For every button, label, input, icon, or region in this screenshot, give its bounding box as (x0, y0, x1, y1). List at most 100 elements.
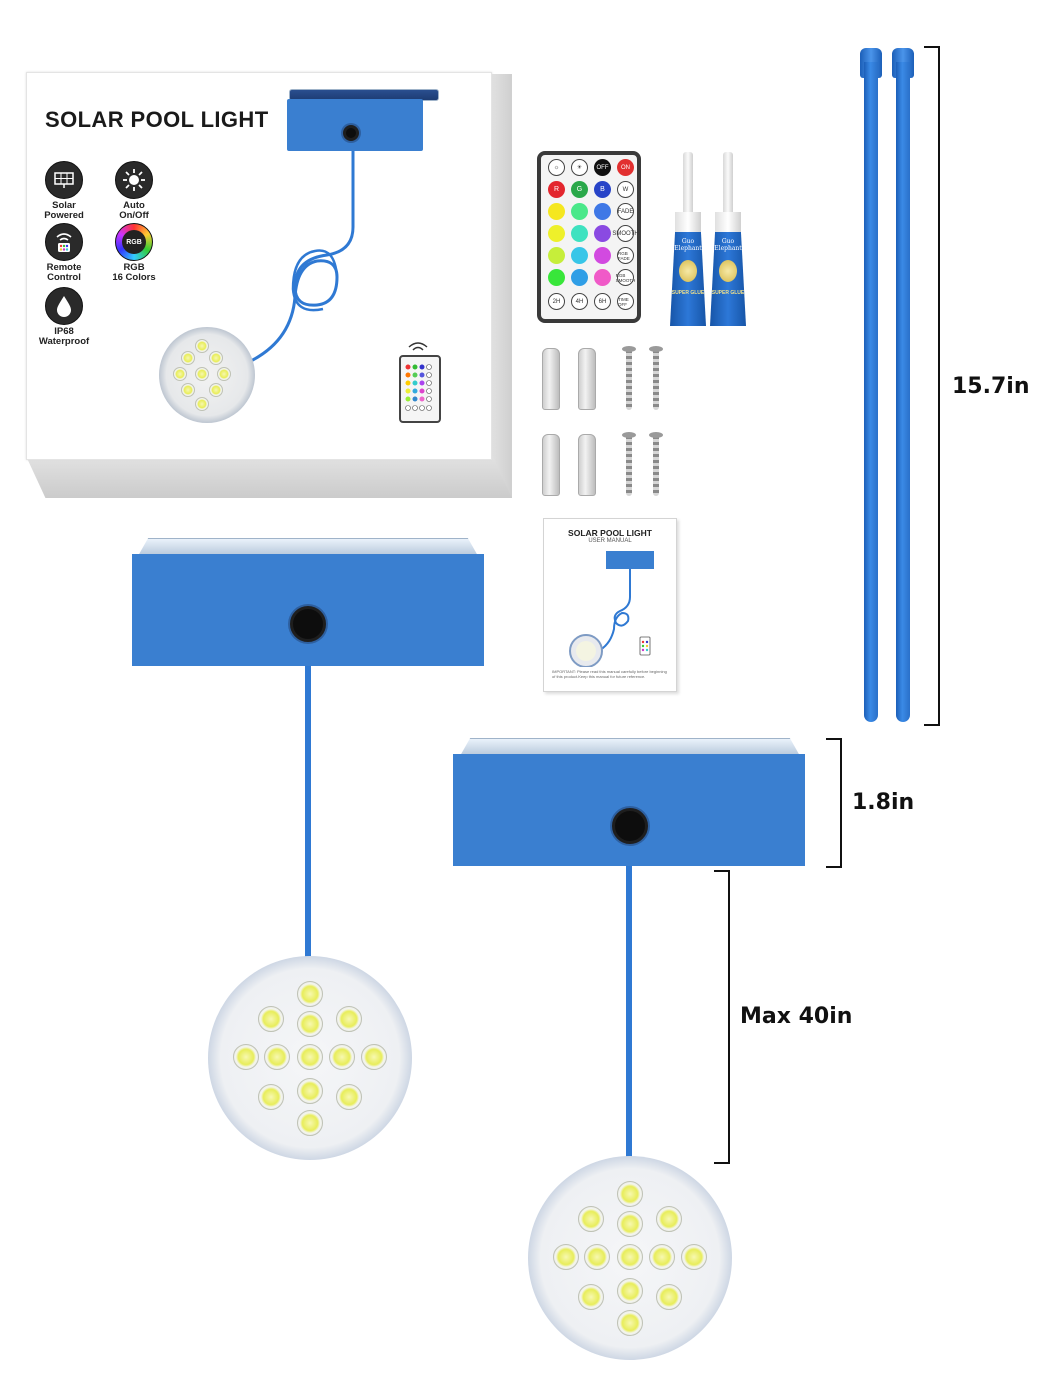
feature-label-line2: 16 Colors (112, 272, 156, 283)
remote-green-button: G (571, 181, 588, 198)
dimension-tick-bottom (826, 866, 842, 868)
box-cable-coil (236, 151, 355, 369)
led (617, 1244, 643, 1270)
led (361, 1044, 387, 1070)
box-led (195, 397, 209, 411)
cable-tie (896, 62, 910, 722)
screw (622, 346, 636, 410)
feature-auto: Auto On/Off (99, 161, 169, 221)
dimension-tick-bottom (924, 724, 940, 726)
led (649, 1244, 675, 1270)
box-side-face (488, 74, 512, 498)
box-power-button (343, 125, 359, 141)
box-led (173, 367, 187, 381)
led (617, 1278, 643, 1304)
rgb-colors-icon: RGB (115, 223, 153, 261)
feature-label-line2: On/Off (119, 210, 149, 221)
screw (649, 346, 663, 410)
remote-color-button (548, 225, 565, 242)
remote-smooth-button: SMOOTH (612, 225, 639, 242)
led (336, 1084, 362, 1110)
wall-anchor (542, 434, 560, 496)
rgb-badge: RGB (122, 230, 146, 254)
feature-label-line2: Waterproof (38, 336, 90, 347)
dimension-line-housing (840, 738, 842, 868)
led (233, 1044, 259, 1070)
screw (649, 432, 663, 496)
remote-color-button (571, 247, 588, 264)
dimension-tick-bottom (714, 1162, 730, 1164)
box-front-face: SOLAR POOL LIGHT Solar Powered Auto On/O… (26, 72, 492, 460)
remote-color-button (594, 225, 611, 242)
glue-logo-icon (679, 260, 697, 282)
box-led-disc (159, 327, 255, 423)
led (264, 1044, 290, 1070)
remote-red-button: R (548, 181, 565, 198)
remote-color-button (594, 247, 611, 264)
auto-on-off-icon (115, 161, 153, 199)
screw (622, 432, 636, 496)
remote-blue-button: B (594, 181, 611, 198)
remote-color-button (594, 269, 611, 286)
led (578, 1284, 604, 1310)
remote-color-button (571, 203, 588, 220)
remote-timer-4h-button: 4H (571, 293, 588, 310)
feature-remote: Remote Control (29, 223, 99, 283)
dimension-line-cable (728, 870, 730, 1164)
led (578, 1206, 604, 1232)
box-bottom-face (26, 456, 512, 498)
dimension-tick-top (714, 870, 730, 872)
glue-logo-icon (719, 260, 737, 282)
wall-anchor (578, 348, 596, 410)
user-manual: SOLAR POOL LIGHT USER MANUAL IMPORTANT: … (543, 518, 677, 692)
feature-label-line1: IP68 (54, 326, 74, 337)
glue-nozzle (723, 152, 733, 212)
solar-panel-icon (45, 161, 83, 199)
glue-cap (675, 212, 701, 232)
glue-brand: Guo Elephant (714, 238, 742, 252)
feature-solar: Solar Powered (29, 161, 99, 221)
manual-cable-illustration (569, 569, 651, 667)
box-led (181, 351, 195, 365)
remote-control-icon (45, 223, 83, 261)
glue-nozzle (683, 152, 693, 212)
remote-color-button (548, 203, 565, 220)
wall-anchor (578, 434, 596, 496)
led (617, 1181, 643, 1207)
dimension-label-cable-length: Max 40in (740, 1004, 853, 1029)
box-mini-remote (399, 355, 441, 423)
led (584, 1244, 610, 1270)
feature-label-line2: Powered (44, 210, 84, 221)
led (297, 1011, 323, 1037)
dimension-tick-top (924, 46, 940, 48)
glue-label: SUPER GLUE (671, 290, 705, 296)
manual-housing-illustration (606, 551, 654, 569)
feature-label-line1: Solar (52, 200, 76, 211)
remote-timer-2h-button: 2H (548, 293, 565, 310)
led (617, 1310, 643, 1336)
led (297, 981, 323, 1007)
waterproof-drop-icon (45, 287, 83, 325)
glue-cap (715, 212, 741, 232)
led-disc (528, 1156, 732, 1360)
glue-label: SUPER GLUE (711, 290, 745, 296)
remote-brightness-up-button: ☀ (571, 159, 588, 176)
cable (626, 866, 632, 1160)
remote-time-off-button: TIME OFF (617, 293, 634, 310)
led (258, 1006, 284, 1032)
remote-off-button: OFF (594, 159, 611, 176)
box-light-housing (287, 99, 423, 151)
glue-body: Guo Elephant SUPER GLUE (670, 232, 706, 326)
dimension-label-housing-height: 1.8in (852, 790, 915, 815)
box-led (195, 367, 209, 381)
power-button (612, 808, 648, 844)
remote-color-button (594, 203, 611, 220)
led (617, 1211, 643, 1237)
remote-control: ☼ ☀ OFF ON R G B W FADE SMOOTH RGB FADE … (537, 151, 641, 323)
led (553, 1244, 579, 1270)
led (297, 1044, 323, 1070)
glue-tube: Guo Elephant SUPER GLUE (710, 152, 746, 326)
feature-waterproof: IP68 Waterproof (29, 287, 99, 347)
box-led (217, 367, 231, 381)
box-led (209, 351, 223, 365)
